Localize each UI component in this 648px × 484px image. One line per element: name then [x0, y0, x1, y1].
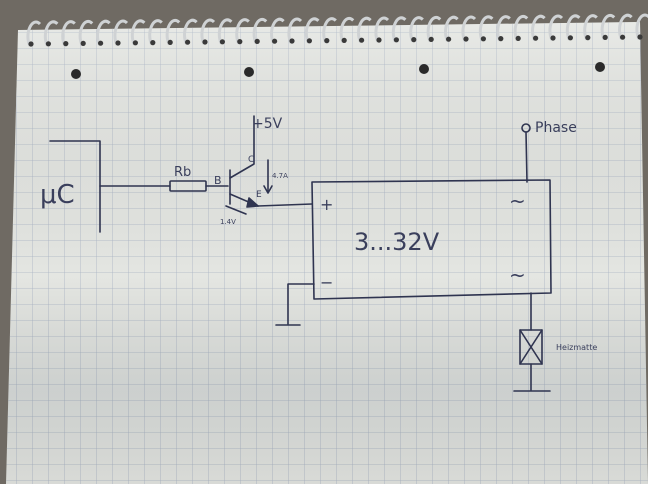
- spiral-hole: [98, 40, 104, 46]
- spiral-hole: [219, 39, 225, 45]
- circuit-sketch: [49, 115, 552, 392]
- emitter-arrow-icon: [246, 197, 259, 208]
- wire-emitter-to-plus: [257, 203, 313, 207]
- spiral-hole: [515, 35, 521, 42]
- label-ac-top: ~: [509, 189, 526, 213]
- spiral-hole: [202, 39, 208, 45]
- label-supply: +5V: [252, 116, 283, 132]
- spiral-hole: [80, 40, 86, 47]
- spiral-hole: [567, 35, 574, 41]
- labels: μC Rb +5V C B E 4.7A 1.4V + − 3...32V ~ …: [40, 116, 597, 352]
- spiral-hole: [411, 37, 417, 43]
- spiral-hole: [254, 38, 260, 45]
- spiral-hole: [550, 35, 556, 41]
- label-range: 3...32V: [354, 228, 440, 256]
- spiral-hole: [63, 41, 69, 47]
- label-phase: Phase: [535, 120, 577, 136]
- spiral-hole: [150, 40, 156, 46]
- label-microcontroller: μC: [40, 180, 75, 210]
- spiral-hole: [446, 36, 452, 42]
- wire-phase: [525, 131, 528, 183]
- label-base: B: [214, 174, 222, 187]
- spiral-hole: [272, 38, 278, 44]
- spiral-hole: [602, 34, 608, 41]
- spiral-hole: [167, 39, 173, 46]
- spiral-hole: [185, 39, 191, 45]
- spiral-hole: [341, 37, 347, 44]
- spiral-hole: [28, 41, 34, 47]
- spiral-hole: [620, 34, 626, 40]
- spiral-hole: [428, 36, 434, 43]
- spiral-hole: [463, 36, 469, 42]
- label-base-voltage-note: 1.4V: [220, 218, 236, 226]
- punch-holes: [71, 62, 605, 79]
- microcontroller-block: [49, 140, 101, 233]
- spiral-hole: [324, 38, 330, 44]
- spiral-hole: [393, 37, 399, 43]
- spiral-hole: [533, 35, 539, 41]
- label-plus: +: [320, 195, 333, 214]
- spiral-hole: [115, 40, 121, 46]
- label-ac-bottom: ~: [509, 263, 526, 287]
- spiral-binding: [26, 13, 648, 47]
- spiral-hole: [480, 36, 486, 42]
- spiral-hole: [637, 34, 643, 40]
- base-voltage-arrow: [225, 205, 247, 215]
- label-heater: Heizmatte: [556, 343, 597, 352]
- spiral-hole: [306, 38, 312, 44]
- wire-minus-to-ground: [287, 283, 315, 325]
- label-base-resistor: Rb: [174, 165, 191, 180]
- spiral-hole: [132, 40, 138, 46]
- transistor-collector: [229, 115, 255, 179]
- spiral-hole: [289, 38, 295, 44]
- relay-box: [311, 179, 552, 300]
- spiral-hole: [359, 37, 365, 43]
- spiral-hole: [585, 35, 591, 41]
- label-collector: C: [248, 155, 254, 165]
- spiral-hole: [498, 36, 504, 42]
- spiral-hole: [45, 41, 52, 47]
- spiral-hole: [237, 39, 243, 45]
- label-emitter: E: [256, 190, 262, 200]
- label-minus: −: [320, 273, 333, 292]
- spiral-hole: [376, 37, 382, 43]
- label-current-note: 4.7A: [272, 172, 288, 180]
